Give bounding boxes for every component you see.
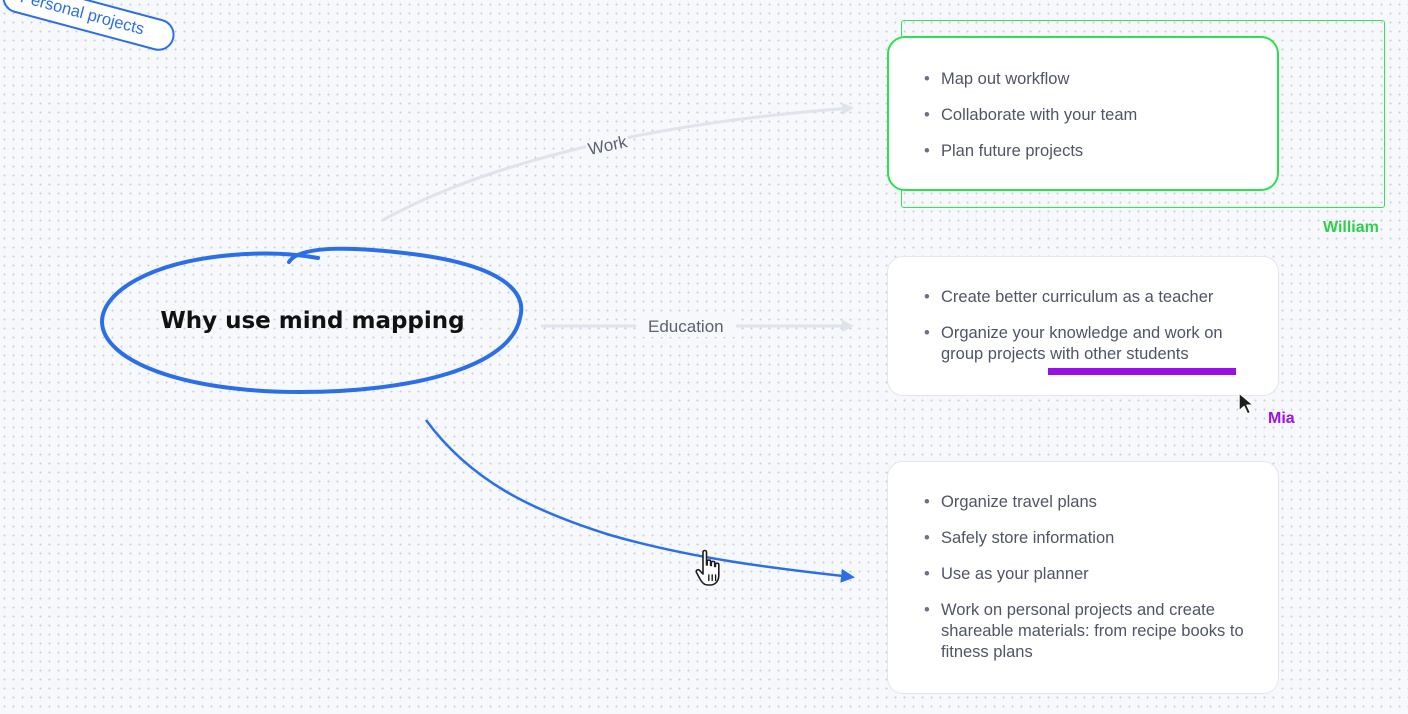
topic-card-education[interactable]: • Create better curriculum as a teacher •… — [887, 256, 1279, 396]
list-item-text: Organize travel plans — [941, 493, 1097, 511]
list-item[interactable]: • Organize travel plans — [921, 492, 1278, 513]
bullet-icon: • — [924, 565, 930, 583]
central-topic-scribble[interactable] — [100, 246, 524, 394]
hand-pointer-cursor-icon — [695, 549, 720, 586]
connector-personal-projects[interactable] — [424, 419, 855, 583]
collaborator-name-mia: Mia — [1268, 410, 1295, 427]
list-item[interactable]: • Use as your planner — [921, 564, 1278, 585]
list-item-text: Organize your knowledge and work on grou… — [941, 324, 1223, 363]
list-item[interactable]: • Create better curriculum as a teacher — [921, 287, 1278, 308]
topic-card-personal-projects[interactable]: • Organize travel plans • Safely store inf… — [887, 461, 1279, 694]
collaborator-highlight-mia — [1048, 368, 1236, 375]
bullet-icon: • — [924, 493, 930, 511]
bullet-icon: • — [924, 106, 930, 124]
list-item[interactable]: • Collaborate with your team — [921, 105, 1277, 126]
connector-work[interactable] — [382, 102, 854, 222]
arrow-pointer-cursor-icon — [1238, 392, 1255, 415]
bullet-list-personal-projects: • Organize travel plans • Safely store inf… — [921, 492, 1278, 663]
list-item-text: Map out workflow — [941, 70, 1070, 88]
central-topic-title[interactable]: Why use mind mapping — [160, 308, 465, 334]
list-item[interactable]: • Safely store information — [921, 528, 1278, 549]
topic-card-work[interactable]: • Map out workflow • Collaborate with your… — [887, 36, 1279, 191]
list-item-text: Collaborate with your team — [941, 106, 1138, 124]
list-item-text: Plan future projects — [941, 142, 1084, 160]
bullet-list-work: • Map out workflow • Collaborate with your… — [921, 69, 1277, 162]
bullet-icon: • — [924, 324, 930, 342]
list-item[interactable]: • Organize your knowledge and work on gro… — [921, 323, 1261, 365]
list-item[interactable]: • Work on personal projects and create sh… — [921, 600, 1271, 663]
list-item[interactable]: • Plan future projects — [921, 141, 1277, 162]
collaborator-name-william: William — [1323, 219, 1379, 236]
bullet-icon: • — [924, 529, 930, 547]
list-item[interactable]: • Map out workflow — [921, 69, 1277, 90]
list-item-text: Work on personal projects and create sha… — [941, 601, 1244, 661]
bullet-icon: • — [924, 142, 930, 160]
list-item-text: Create better curriculum as a teacher — [941, 288, 1214, 306]
bullet-icon: • — [924, 70, 930, 88]
bullet-icon: • — [924, 601, 930, 619]
bullet-list-education: • Create better curriculum as a teacher •… — [921, 287, 1278, 365]
list-item-text: Safely store information — [941, 529, 1115, 547]
bullet-icon: • — [924, 288, 930, 306]
branch-label-education[interactable]: Education — [636, 317, 736, 337]
list-item-text: Use as your planner — [941, 565, 1089, 583]
